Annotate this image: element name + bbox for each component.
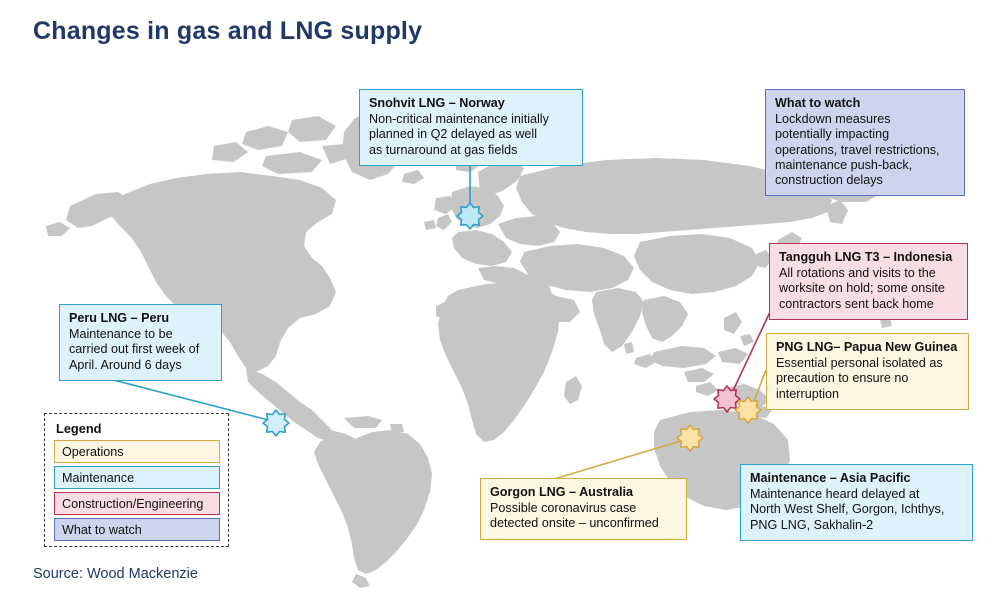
callout-snohvit[interactable]: Snohvit LNG – Norway Non-critical mainte… <box>359 89 583 166</box>
callout-png[interactable]: PNG LNG– Papua New Guinea Essential pers… <box>766 333 969 410</box>
legend-item-construction-engineering[interactable]: Construction/Engineering <box>54 492 220 515</box>
snohvit-marker[interactable] <box>455 201 485 231</box>
gorgon-marker[interactable] <box>675 423 705 453</box>
source-note: Source: Wood Mackenzie <box>33 566 198 582</box>
legend: Legend Operations Maintenance Constructi… <box>44 413 229 547</box>
peru-marker[interactable] <box>261 408 291 438</box>
png-marker[interactable] <box>733 395 763 425</box>
callout-gorgon[interactable]: Gorgon LNG – Australia Possible coronavi… <box>480 478 687 540</box>
page-title: Changes in gas and LNG supply <box>33 17 423 45</box>
callout-what-to-watch-title: What to watch <box>775 96 861 110</box>
callout-png-title: PNG LNG– Papua New Guinea <box>776 340 958 354</box>
tangguh-marker[interactable] <box>712 384 742 414</box>
legend-item-operations-label: Operations <box>62 444 124 459</box>
callout-tangguh[interactable]: Tangguh LNG T3 – Indonesia All rotations… <box>769 243 968 320</box>
legend-item-construction-engineering-label: Construction/Engineering <box>62 496 204 511</box>
callout-asia-pacific[interactable]: Maintenance – Asia Pacific Maintenance h… <box>740 464 973 541</box>
legend-heading: Legend <box>56 421 102 436</box>
callout-gorgon-title: Gorgon LNG – Australia <box>490 485 633 499</box>
legend-item-maintenance[interactable]: Maintenance <box>54 466 220 489</box>
callout-snohvit-title: Snohvit LNG – Norway <box>369 96 505 110</box>
callout-asia-pacific-title: Maintenance – Asia Pacific <box>750 471 911 485</box>
legend-item-what-to-watch-label: What to watch <box>62 522 142 537</box>
callout-tangguh-title: Tangguh LNG T3 – Indonesia <box>779 250 953 264</box>
legend-item-operations[interactable]: Operations <box>54 440 220 463</box>
legend-item-maintenance-label: Maintenance <box>62 470 135 485</box>
callout-peru-title: Peru LNG – Peru <box>69 311 170 325</box>
legend-item-what-to-watch[interactable]: What to watch <box>54 518 220 541</box>
